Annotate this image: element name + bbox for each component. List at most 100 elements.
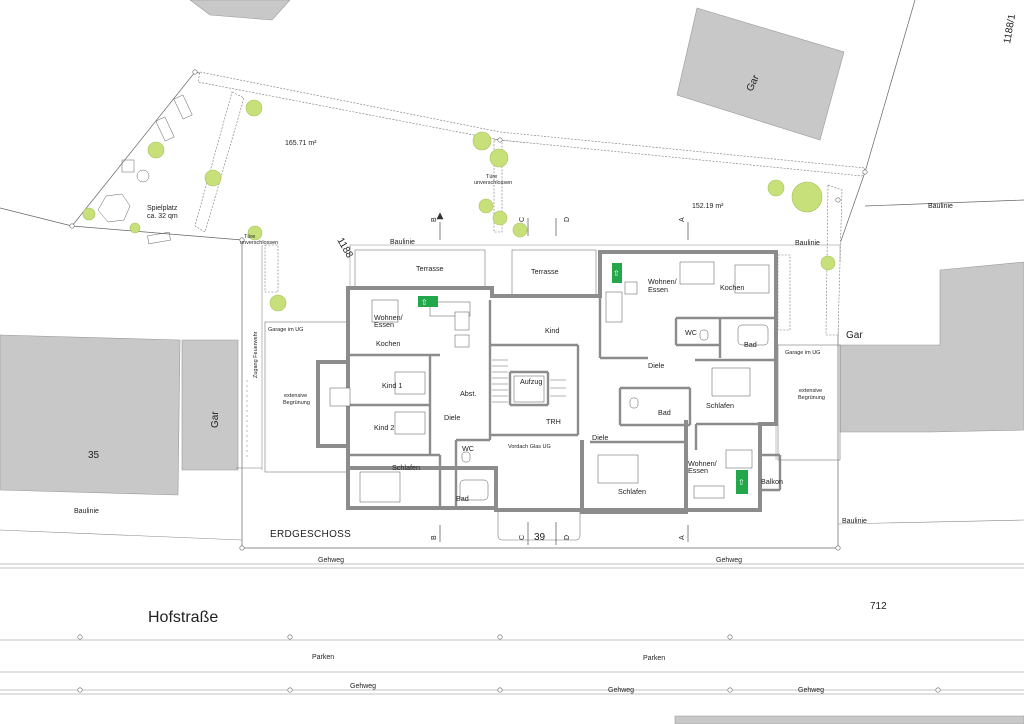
post: [727, 634, 733, 640]
play-structure: [97, 193, 131, 223]
section-label: C: [519, 217, 526, 222]
section-label: B: [431, 535, 438, 540]
building-right: [839, 261, 1024, 433]
baulinie-label: Baulinie: [842, 518, 867, 525]
garage-label-right: Gar: [846, 330, 863, 341]
armchair-right: [624, 281, 638, 295]
sofa: [454, 311, 470, 331]
sandbox: [121, 159, 135, 173]
tree: [147, 141, 165, 159]
exit-signs: ⇧ ⇧ ⇧: [418, 263, 748, 494]
bed-kind2: [394, 411, 426, 435]
tree: [767, 179, 785, 197]
door-note-4: unverschlossen: [474, 180, 512, 186]
bed-schlafen-right-top: [711, 367, 751, 397]
room-bad-right: Bad: [744, 340, 757, 349]
exit-sign-icon: [418, 296, 438, 307]
room-schlafen-center: Schlafen: [618, 487, 646, 496]
room-schlafen-left: Schlafen: [392, 463, 420, 472]
post: [287, 634, 293, 640]
tree: [472, 131, 492, 151]
room-essen-bottom: Essen: [688, 466, 708, 475]
plot-number-35: 35: [88, 450, 100, 461]
room-kind: Kind: [545, 326, 559, 335]
building-bottom-right: [674, 715, 1024, 724]
dining-table: [371, 299, 399, 323]
sofa-right: [605, 291, 623, 323]
exit-sign-glyph: ⇧: [738, 478, 745, 487]
parken-label: Parken: [643, 655, 665, 662]
house-number: 39: [534, 532, 546, 543]
kitchen-counter-right: [734, 264, 770, 294]
post: [935, 687, 941, 693]
tree: [492, 210, 508, 226]
room-terrasse-right: Terrasse: [531, 267, 559, 276]
baulinie-label: Baulinie: [928, 203, 953, 210]
post: [69, 223, 75, 229]
desk-kind1: [329, 387, 351, 407]
trees: [82, 99, 836, 312]
room-aufzug: Aufzug: [520, 377, 542, 386]
garage-label-left: Gar: [210, 411, 221, 428]
dining-table-right: [679, 261, 715, 285]
parken-label: Parken: [312, 654, 334, 661]
section-label: C: [519, 535, 526, 540]
hedge-left: [194, 91, 245, 233]
gehweg-label: Gehweg: [716, 557, 742, 564]
street-lines: [0, 519, 1024, 695]
tree: [489, 148, 509, 168]
post: [497, 634, 503, 640]
playground-label: Spielplatz: [147, 205, 178, 212]
canopy-label: Vordach Glas UG: [508, 444, 551, 450]
armchair: [454, 334, 470, 348]
building: ⇧ ⇧ ⇧: [316, 250, 782, 514]
room-diele-center: Diele: [592, 433, 608, 442]
room-trh: TRH: [546, 417, 561, 426]
tree: [82, 207, 96, 221]
right-parcel-line: [864, 199, 1024, 207]
exit-sign-glyph: ⇧: [421, 298, 428, 307]
garage-ug-label-right: Garage im UG: [785, 350, 820, 356]
staircase: [492, 359, 566, 403]
section-label: D: [564, 217, 571, 222]
room-wohnen-bottom: Wohnen/: [688, 459, 717, 468]
baulinie-label: Baulinie: [390, 239, 415, 246]
parcel-number-712: 712: [870, 601, 887, 612]
gehweg-label: Gehweg: [608, 687, 634, 694]
room-bad-center: Bad: [658, 408, 671, 417]
door-note-1: Türe: [244, 234, 255, 240]
door-note-2: unverschlossen: [240, 240, 278, 246]
curb-line: [837, 519, 1024, 525]
section-label: A: [679, 535, 686, 540]
tree: [247, 225, 263, 241]
room-diele-left: Diele: [444, 413, 460, 422]
hedge-lower-right: [777, 254, 791, 331]
section-label: B: [431, 217, 438, 222]
green-roof-left-1: extensive: [284, 393, 307, 399]
room-abst: Abst.: [460, 389, 476, 398]
post: [287, 687, 293, 693]
fire-access-label: Zugang Feuerwehr: [253, 331, 259, 378]
section-label: A: [679, 217, 686, 222]
tree: [129, 222, 141, 234]
parking-posts: [69, 69, 941, 693]
green-roof-right-1: extensive: [799, 388, 822, 394]
bed-schlafen-left: [359, 471, 401, 503]
tree: [478, 198, 494, 214]
baulinie-label: Baulinie: [795, 240, 820, 247]
room-essen-left: Essen: [374, 320, 394, 329]
gehweg-label: Gehweg: [798, 687, 824, 694]
hedge-top: [197, 71, 866, 177]
room-bad-left: Bad: [456, 494, 469, 503]
garden-area-left: 165.71 m²: [285, 140, 317, 147]
exit-sign-icon: [612, 263, 622, 283]
bathtub-right: [737, 324, 769, 346]
post: [192, 69, 198, 75]
gehweg-label: Gehweg: [318, 557, 344, 564]
wc-bowl-bad: [629, 397, 639, 409]
post: [497, 137, 503, 143]
post: [835, 545, 841, 551]
wc-bowl-right: [699, 329, 709, 341]
